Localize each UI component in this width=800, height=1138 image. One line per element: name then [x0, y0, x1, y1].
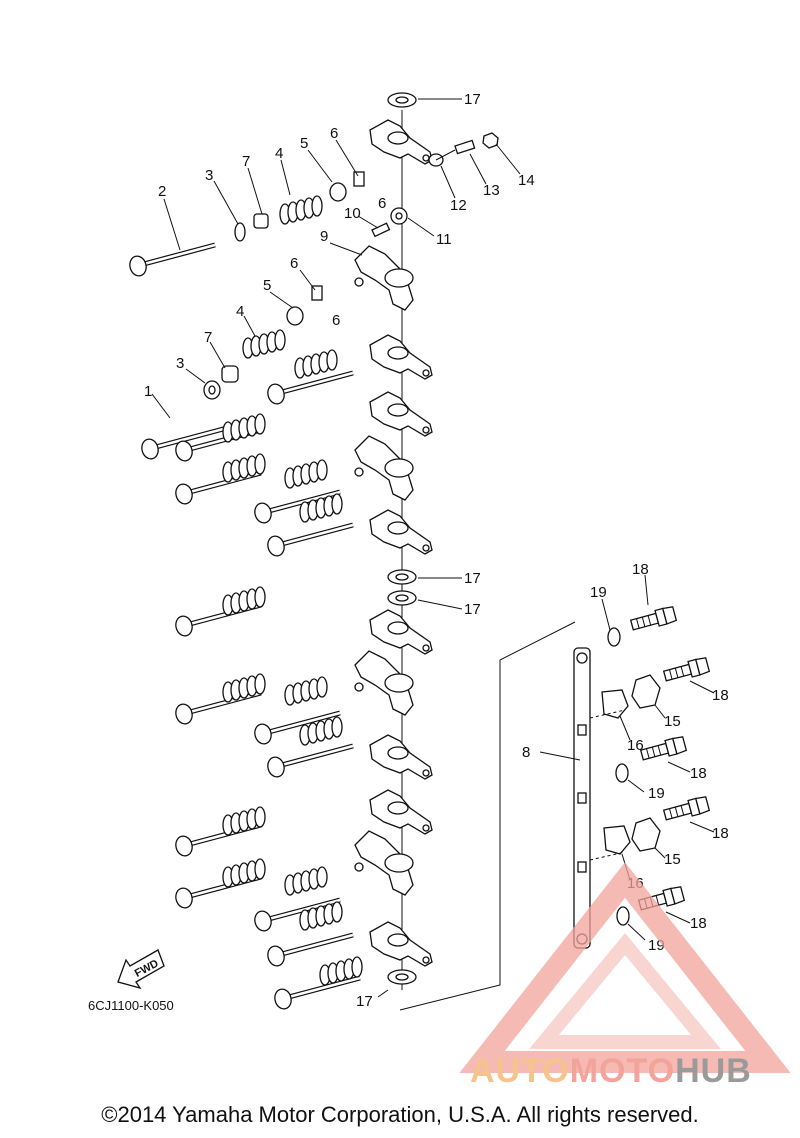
copyright-footer: ©2014 Yamaha Motor Corporation, U.S.A. A… [101, 1102, 699, 1127]
callout-3: 3 [205, 167, 213, 184]
watermark-moto: MOTO [569, 1052, 676, 1090]
callout-11: 11 [436, 231, 452, 248]
callout-19a: 19 [590, 584, 607, 601]
callout-10: 10 [344, 205, 361, 222]
callout-17a: 17 [464, 91, 481, 108]
callout-17d: 17 [356, 993, 373, 1010]
callout-12: 12 [450, 197, 467, 214]
callout-17c: 17 [464, 601, 481, 618]
fwd-arrow-icon [117, 949, 165, 990]
callout-7b: 7 [204, 329, 212, 346]
callout-6d: 6 [332, 312, 340, 329]
callout-6a: 6 [330, 125, 338, 142]
callout-18b: 18 [712, 687, 729, 704]
callout-15a: 15 [664, 713, 681, 730]
callout-7: 7 [242, 153, 250, 170]
callout-18d: 18 [712, 825, 729, 842]
part-code: 6CJ1100-K050 [88, 998, 174, 1013]
callout-6c: 6 [290, 255, 298, 272]
callout-17b: 17 [464, 570, 481, 587]
automotohub-logo-icon [459, 862, 791, 1073]
callout-18a: 18 [632, 561, 649, 578]
callout-8: 8 [522, 744, 530, 761]
callout-4: 4 [275, 145, 283, 162]
callout-16a: 16 [627, 737, 644, 754]
callout-2: 2 [158, 183, 166, 200]
callout-1: 1 [144, 383, 152, 400]
callout-14: 14 [518, 172, 535, 189]
callout-18e: 18 [690, 915, 707, 932]
watermark-auto: AUTO [470, 1052, 570, 1090]
callout-5b: 5 [263, 277, 271, 294]
callout-6b: 6 [378, 195, 386, 212]
callout-5: 5 [300, 135, 308, 152]
watermark-hub: HUB [675, 1052, 752, 1090]
watermark-text: AUTOMOTOHUB [470, 1052, 752, 1091]
callout-4b: 4 [236, 303, 244, 320]
callout-19b: 19 [648, 785, 665, 802]
callout-13: 13 [483, 182, 500, 199]
callout-3b: 3 [176, 355, 184, 372]
callout-15b: 15 [664, 851, 681, 868]
callout-18c: 18 [690, 765, 707, 782]
callout-9: 9 [320, 228, 328, 245]
